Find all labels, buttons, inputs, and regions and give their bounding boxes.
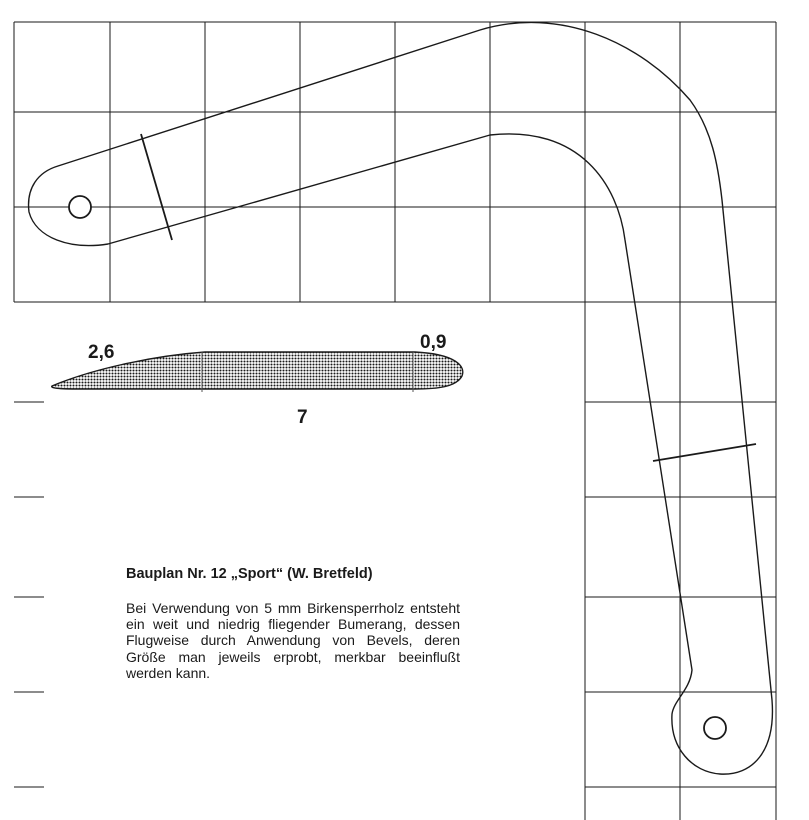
- grid-left-ticks: [14, 401, 44, 788]
- caption-title: Bauplan Nr. 12 „Sport“ (W. Bretfeld): [126, 566, 373, 582]
- airfoil-profile: [51, 351, 464, 390]
- pin-hole-right: [703, 716, 727, 740]
- plan-caption: Bauplan Nr. 12 „Sport“ (W. Bretfeld) Bei…: [126, 566, 460, 681]
- pin-hole-left: [68, 195, 92, 219]
- profile-width-label: 7: [297, 407, 308, 428]
- grid-right: [584, 302, 777, 820]
- boomerang-outline: [27, 21, 774, 775]
- thickness-right-label: 0,9: [420, 332, 446, 353]
- section-mark-right: [652, 443, 757, 462]
- caption-body: Bei Verwendung von 5 mm Birkensperrholz …: [126, 600, 460, 681]
- thickness-left-label: 2,6: [88, 342, 114, 363]
- section-mark-left: [140, 133, 173, 241]
